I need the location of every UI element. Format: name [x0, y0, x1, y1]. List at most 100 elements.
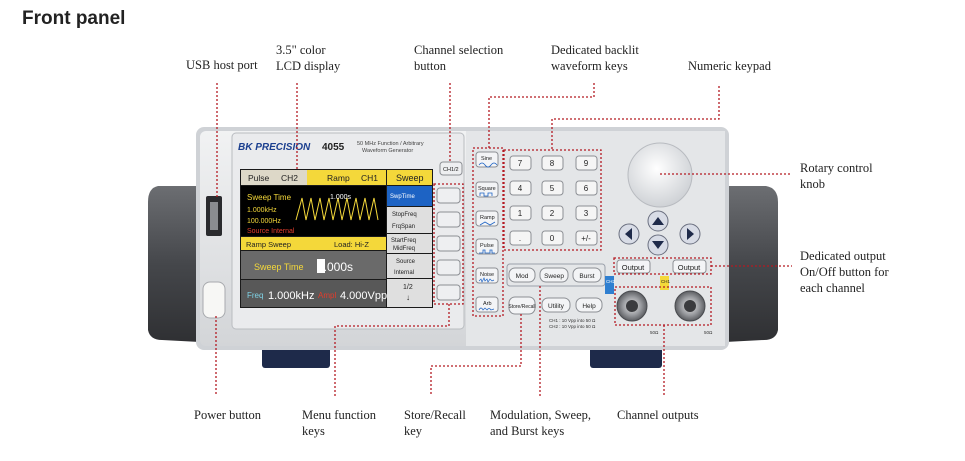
menu-key-1[interactable]: [436, 187, 461, 204]
mod-key-label: Mod: [516, 273, 529, 280]
rotary-knob[interactable]: [627, 142, 693, 208]
menu-key-2[interactable]: [436, 211, 461, 228]
callout-line-store: [430, 314, 522, 396]
callout-store-2: key: [404, 424, 423, 438]
softkey-1-bg: [387, 186, 432, 206]
utility-key[interactable]: [541, 297, 571, 313]
lcd-status-right: Load: Hi-Z: [334, 240, 369, 249]
lcd-param-label: Sweep Time: [254, 262, 304, 272]
key-noise-label: Noise: [480, 272, 494, 278]
channel-select-label: CH1/2: [443, 167, 459, 173]
lcd-tab-ramp: Ramp: [327, 173, 350, 183]
sweep-key[interactable]: [539, 267, 569, 283]
arrow-left-icon: [625, 228, 632, 240]
softkey-5-bg: [387, 279, 432, 307]
help-label: Help: [582, 303, 596, 310]
key-plusminus[interactable]: [575, 230, 598, 246]
key-7[interactable]: [509, 155, 532, 171]
sine-icon: [478, 162, 498, 168]
mod-key[interactable]: [508, 267, 536, 283]
lcd-sweep-waveform: [295, 197, 379, 221]
model-number: 4055: [322, 142, 345, 153]
lcd-param-value: 1.000s: [317, 260, 353, 274]
callout-chout: Channel outputs: [617, 408, 699, 422]
softkey-4-bg: [387, 254, 432, 278]
softkey-midfreq: MidFreq: [393, 246, 415, 252]
callout-outputbtn-1: Dedicated output: [800, 249, 886, 263]
key-4[interactable]: [509, 180, 532, 196]
lcd-info-start: 100.000Hz: [247, 218, 281, 225]
lcd-status-left: Ramp Sweep: [246, 240, 291, 249]
ch2-tag: [605, 276, 614, 294]
key-ramp[interactable]: [475, 210, 499, 227]
callout-outputbtn-3: each channel: [800, 281, 865, 295]
ch2-tag-label: CH2: [606, 279, 615, 284]
key-5-label: 5: [550, 184, 555, 193]
softkey-frqspan: FrqSpan: [392, 224, 415, 230]
ch2-ohm-label: 50Ω: [650, 330, 659, 335]
help-key[interactable]: [575, 297, 603, 313]
key-8-label: 8: [550, 159, 555, 168]
menu-key-3[interactable]: [436, 235, 461, 252]
callout-outputbtn-2: On/Off button for: [800, 265, 889, 279]
softkey-2-bg: [387, 207, 432, 233]
key-0[interactable]: [541, 230, 564, 246]
key-1[interactable]: [509, 205, 532, 221]
key-square-label: Square: [478, 186, 496, 192]
lcd-info-stop: 1.000kHz: [247, 207, 277, 214]
key-9[interactable]: [575, 155, 598, 171]
burst-key[interactable]: [572, 267, 602, 283]
lcd-graph-value: 1.000s: [330, 194, 352, 201]
callout-box-backlit: [472, 147, 504, 317]
lcd-tab-ch1: CH1: [361, 173, 378, 183]
utility-label: Utility: [548, 303, 565, 310]
key-sine-label: Sine: [481, 156, 492, 162]
key-plusminus-label: +/-: [581, 234, 591, 243]
arrow-up-icon: [652, 217, 664, 225]
menu-key-4[interactable]: [436, 259, 461, 276]
key-3-label: 3: [584, 209, 589, 218]
menu-key-5[interactable]: [436, 284, 461, 301]
softkey-stopfreq: StopFreq: [392, 212, 417, 218]
key-pulse[interactable]: [475, 238, 499, 255]
key-7-label: 7: [518, 159, 523, 168]
handle-left: [148, 186, 200, 342]
handle-right: [725, 186, 778, 342]
key-9-label: 9: [584, 159, 589, 168]
lcd-tab-ch2: CH2: [281, 173, 298, 183]
key-2[interactable]: [541, 205, 564, 221]
key-5[interactable]: [541, 180, 564, 196]
callout-box-menu: [433, 183, 464, 305]
key-1-label: 1: [518, 209, 523, 218]
burst-key-label: Burst: [579, 273, 594, 280]
key-noise[interactable]: [475, 267, 499, 284]
callout-modkeys-1: Modulation, Sweep,: [490, 408, 592, 422]
arb-icon: [478, 307, 495, 311]
softkey-page: 1/2: [403, 284, 413, 291]
spec-ch2: CH2 : 10 Vpp into 50 Ω: [549, 324, 596, 329]
channel-select-button[interactable]: [439, 161, 463, 176]
output-button-ch2[interactable]: [616, 259, 651, 274]
output-button-ch1-label: Output: [678, 263, 701, 272]
ch1-tag-label: CH1: [661, 279, 670, 284]
key-ramp-label: Ramp: [480, 215, 495, 221]
lcd-status-bar: [241, 237, 386, 250]
pulse-icon: [479, 249, 495, 254]
arrow-right-icon: [687, 228, 694, 240]
spec-ch1: CH1 : 10 Vpp into 50 Ω: [549, 318, 596, 323]
key-dot[interactable]: [509, 230, 532, 246]
waveform-keys: Sine Square Ramp Pulse Noise Arb: [475, 151, 499, 313]
lcd-sweep-title: Sweep: [396, 173, 424, 183]
key-3[interactable]: [575, 205, 598, 221]
key-8[interactable]: [541, 155, 564, 171]
store-recall-key[interactable]: [508, 296, 536, 315]
output-button-ch1[interactable]: [672, 259, 707, 274]
noise-icon: [478, 277, 495, 283]
mode-key-group: [506, 263, 606, 287]
key-4-label: 4: [518, 184, 523, 193]
callout-chsel-1: Channel selection: [414, 43, 504, 57]
power-button[interactable]: [202, 281, 226, 319]
foot-left: [262, 346, 330, 368]
key-6[interactable]: [575, 180, 598, 196]
